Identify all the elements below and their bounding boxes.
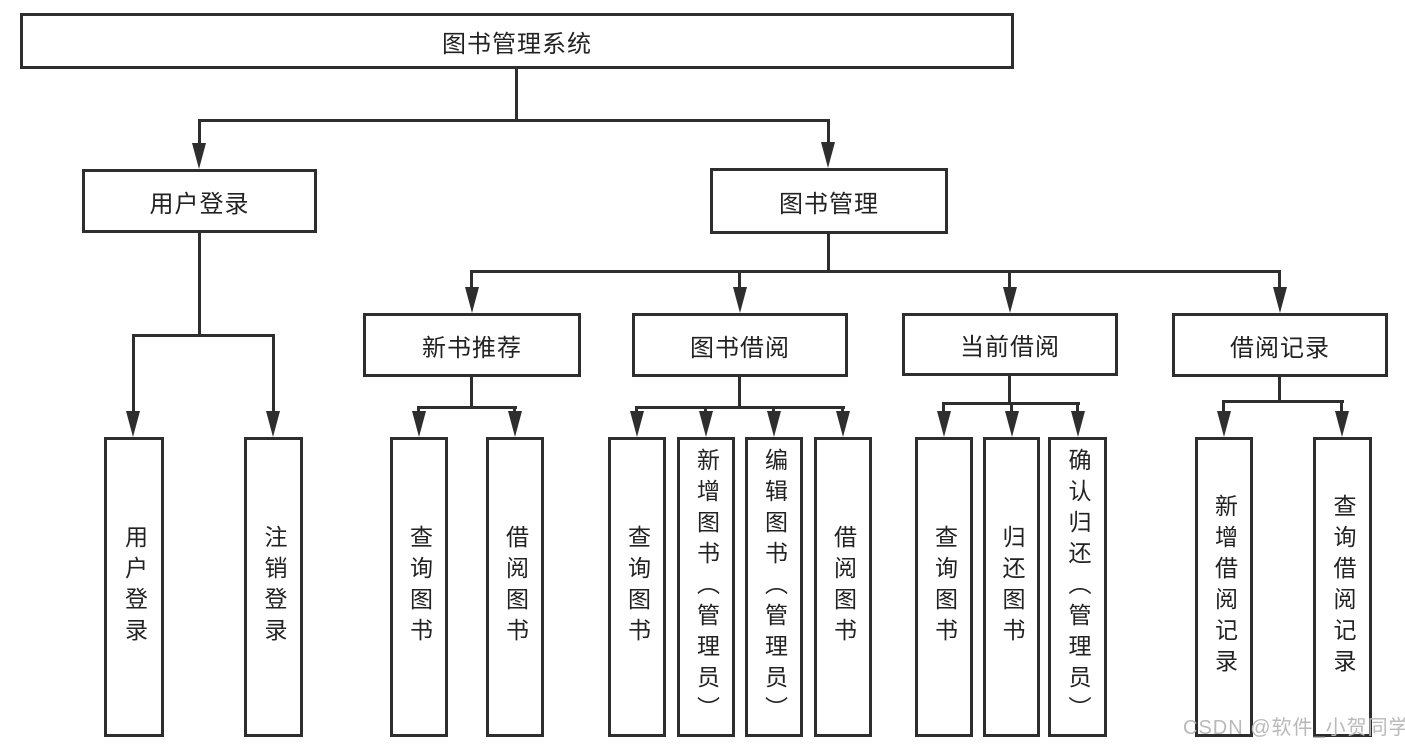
arrow-down-icon [1217, 411, 1231, 437]
connector-line [272, 334, 275, 413]
node-current-borrow-label: 当前借阅 [960, 334, 1060, 361]
leaf-add-borrow-record: 新增借阅记录 [1195, 437, 1253, 737]
connector-line [841, 406, 844, 414]
arrow-down-icon [1003, 287, 1017, 313]
connector-line [515, 68, 518, 122]
connector-line [827, 119, 830, 144]
connector-line [1340, 400, 1343, 413]
arrow-down-icon [937, 411, 951, 437]
connector-line [470, 270, 1281, 273]
leaf-return-books-label: 归还图书 [999, 525, 1025, 649]
connector-line [1076, 402, 1079, 413]
node-user-login: 用户登录 [82, 169, 317, 233]
arrow-down-icon [465, 287, 479, 313]
connector-line [738, 376, 741, 409]
arrow-down-icon [821, 142, 835, 168]
node-borrow-records-label: 借阅记录 [1230, 334, 1330, 362]
leaf-borrow-books-bb: 借阅图书 [814, 437, 872, 737]
node-user-login-label: 用户登录 [149, 190, 250, 218]
node-book-borrow: 图书借阅 [632, 313, 848, 377]
leaf-query-borrow-record-label: 查询借阅记录 [1330, 494, 1356, 680]
arrow-down-icon [733, 287, 747, 313]
leaf-borrow-books-nb: 借阅图书 [486, 437, 544, 737]
arrow-down-icon [630, 411, 644, 437]
connector-line [470, 376, 473, 409]
arrow-down-icon [1273, 287, 1287, 313]
leaf-query-books-bb-label: 查询图书 [624, 525, 651, 649]
leaf-query-books-nb-label: 查询图书 [406, 525, 433, 649]
leaf-user-login: 用户登录 [104, 437, 164, 737]
arrow-down-icon [126, 411, 140, 437]
arrow-down-icon [508, 411, 522, 437]
node-book-mgmt: 图书管理 [710, 168, 948, 234]
connector-line [635, 406, 638, 414]
arrow-down-icon [266, 411, 280, 437]
leaf-add-borrow-record-label: 新增借阅记录 [1211, 494, 1238, 680]
arrow-down-icon [412, 411, 426, 437]
node-new-books: 新书推荐 [363, 313, 581, 377]
leaf-edit-books: 编辑图书（管理员） [745, 437, 803, 737]
connector-line [704, 406, 707, 414]
leaf-logout: 注销登录 [244, 437, 303, 737]
connector-line [1278, 376, 1281, 403]
node-book-mgmt-label: 图书管理 [779, 190, 879, 218]
arrow-down-icon [699, 411, 713, 437]
connector-line [198, 119, 201, 145]
leaf-query-books-nb: 查询图书 [390, 437, 448, 737]
leaf-return-books: 归还图书 [983, 437, 1040, 737]
connector-line [1222, 400, 1225, 413]
connector-line [1222, 400, 1344, 403]
connector-line [1008, 375, 1011, 405]
connector-line [198, 232, 201, 337]
connector-line [198, 119, 830, 122]
arrow-down-icon [1005, 411, 1019, 437]
leaf-query-borrow-record: 查询借阅记录 [1313, 437, 1372, 737]
connector-line [738, 270, 741, 289]
arrow-down-icon [1335, 411, 1349, 437]
connector-line [470, 270, 473, 289]
node-root-label: 图书管理系统 [442, 30, 592, 58]
connector-line [132, 334, 135, 413]
leaf-user-login-label: 用户登录 [121, 525, 148, 649]
arrow-down-icon [1071, 411, 1085, 437]
connector-line [772, 406, 775, 414]
connector-line [1278, 270, 1281, 289]
connector-line [1010, 402, 1013, 413]
leaf-logout-label: 注销登录 [261, 525, 287, 649]
connector-line [132, 334, 275, 337]
connector-line [942, 402, 945, 413]
connector-line [417, 406, 420, 414]
leaf-query-books-bb: 查询图书 [608, 437, 666, 737]
arrow-down-icon [836, 411, 850, 437]
leaf-borrow-books-bb-label: 借阅图书 [830, 525, 857, 649]
connector-line [417, 406, 517, 409]
node-book-borrow-label: 图书借阅 [690, 334, 790, 362]
arrow-down-icon [192, 143, 206, 169]
connector-line [827, 233, 830, 273]
leaf-add-books: 新增图书（管理员） [677, 437, 735, 737]
arrow-down-icon [767, 411, 781, 437]
leaf-borrow-books-nb-label: 借阅图书 [502, 525, 529, 649]
csdn-watermark: CSDN @软件_小贺同学 [1183, 717, 1405, 739]
leaf-query-books-cb: 查询图书 [915, 437, 973, 737]
leaf-confirm-return: 确认归还（管理员） [1048, 437, 1107, 737]
node-new-books-label: 新书推荐 [422, 334, 522, 362]
connector-line [635, 406, 845, 409]
leaf-edit-books-label: 编辑图书（管理员） [761, 447, 788, 727]
connector-line [513, 406, 516, 414]
connector-line [1008, 270, 1011, 289]
leaf-add-books-label: 新增图书（管理员） [693, 447, 720, 727]
node-borrow-records: 借阅记录 [1172, 313, 1388, 377]
leaf-confirm-return-label: 确认归还（管理员） [1065, 447, 1091, 727]
leaf-query-books-cb-label: 查询图书 [931, 525, 958, 649]
node-root: 图书管理系统 [20, 13, 1014, 69]
node-current-borrow: 当前借阅 [902, 313, 1118, 376]
